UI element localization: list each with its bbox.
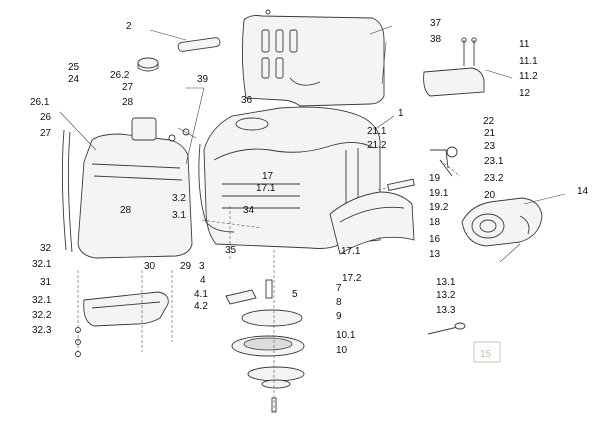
- callout-3-2: 3.2: [172, 193, 186, 204]
- part-base-plate: [75, 270, 173, 357]
- callout-24: 24: [68, 74, 80, 85]
- callout-10-1: 10.1: [336, 330, 356, 341]
- callout-2: 2: [126, 21, 132, 32]
- callout-23-2: 23.2: [484, 173, 504, 184]
- callout-17-1: 17.1: [256, 183, 276, 194]
- callout-23: 23: [484, 141, 496, 152]
- callout-1: 1: [398, 108, 404, 119]
- part-choke-linkage: [430, 146, 461, 177]
- callout-19-2: 19.2: [429, 202, 449, 213]
- callout-29: 29: [180, 261, 192, 272]
- callout-5: 5: [292, 289, 298, 300]
- part-filler-cap: [137, 57, 159, 72]
- callout-35: 35: [225, 245, 237, 256]
- part-side-bracket: [423, 37, 485, 97]
- part-fuel-line: [198, 143, 263, 260]
- callout-31: 31: [40, 277, 52, 288]
- part-heat-shield: [329, 178, 415, 255]
- callout-32-3: 32.3: [32, 325, 52, 336]
- callout-26-1: 26.1: [30, 97, 50, 108]
- callout-9: 9: [336, 311, 342, 322]
- callout-37: 37: [430, 18, 442, 29]
- part-top-cover: [241, 9, 385, 107]
- callout-27: 27: [122, 82, 134, 93]
- callout-7: 7: [336, 283, 342, 294]
- callout-13-1: 13.1: [436, 277, 456, 288]
- callout-21-2: 21.2: [367, 140, 387, 151]
- callout-23-1: 23.1: [484, 156, 504, 167]
- callout-38: 38: [430, 34, 442, 45]
- callout-3: 3: [199, 261, 205, 272]
- callout-10: 10: [336, 345, 348, 356]
- part-fuel-tank: [59, 111, 197, 259]
- leader-lines: [185, 25, 566, 263]
- callout-21-1: 21.1: [367, 126, 387, 137]
- callout-14: 14: [577, 186, 589, 197]
- callout-15: 15: [480, 349, 492, 360]
- callout-39: 39: [197, 74, 209, 85]
- callout-25: 25: [68, 62, 80, 73]
- callout-11-2: 11.2: [519, 71, 538, 82]
- callout-17: 17: [262, 171, 274, 182]
- callout-12: 12: [519, 88, 531, 99]
- callout-4-1: 4.1: [194, 289, 208, 300]
- callout-28: 28: [120, 205, 132, 216]
- callout-13-3: 13.3: [436, 305, 456, 316]
- callout-34: 34: [243, 205, 255, 216]
- callout-21: 21: [484, 128, 496, 139]
- callout-32-2: 32.2: [32, 310, 52, 321]
- part-dipstick: [427, 322, 501, 363]
- callout-20: 20: [484, 190, 496, 201]
- callout-13-2: 13.2: [436, 290, 456, 301]
- callout-19-1: 19.1: [429, 188, 449, 199]
- callout-26-2: 26.2: [110, 70, 130, 81]
- callout-27: 27: [40, 128, 52, 139]
- callout-13: 13: [429, 249, 441, 260]
- callout-32-1: 32.1: [32, 259, 52, 270]
- callout-18: 18: [429, 217, 441, 228]
- part-blade-bracket: [225, 279, 273, 305]
- callout-3-1: 3.1: [172, 210, 186, 221]
- part-pulley-stack: [231, 250, 305, 413]
- callout-17-1: 17.1: [341, 246, 361, 257]
- callout-22: 22: [483, 116, 495, 127]
- callout-26: 26: [40, 112, 52, 123]
- callout-17-2: 17.2: [342, 273, 362, 284]
- callout-28: 28: [122, 97, 134, 108]
- callout-4-2: 4.2: [194, 301, 208, 312]
- callout-11: 11: [519, 39, 530, 50]
- callout-32: 32: [40, 243, 52, 254]
- part-muffler: [461, 197, 543, 247]
- callout-19: 19: [429, 173, 441, 184]
- callout-11-1: 11.1: [519, 56, 538, 67]
- part-handle-grip: [149, 29, 221, 52]
- callout-4: 4: [200, 275, 206, 286]
- callout-36: 36: [241, 95, 253, 106]
- callout-8: 8: [336, 297, 342, 308]
- callout-32-1: 32.1: [32, 295, 52, 306]
- callout-30: 30: [144, 261, 156, 272]
- callout-16: 16: [429, 234, 441, 245]
